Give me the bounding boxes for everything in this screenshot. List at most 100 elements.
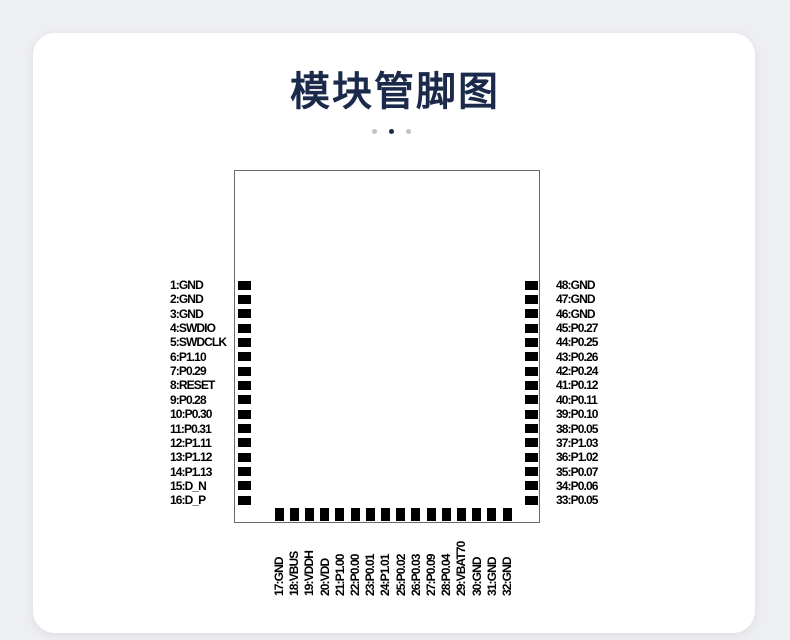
pin-pad-right — [525, 337, 538, 347]
pin-label-right: 38:P0.05 — [556, 421, 598, 436]
pin-label-bottom: 17:GND — [272, 557, 286, 596]
pin-label-right: 33:P0.05 — [556, 493, 598, 508]
pin-pad-left — [238, 280, 251, 290]
pin-pad-bottom — [396, 508, 406, 521]
pin-label-right: 48:GND — [556, 278, 596, 292]
pin-pad-left — [238, 380, 251, 390]
pin-label-right: 47:GND — [556, 292, 596, 307]
pin-pad-right — [525, 424, 538, 433]
page-title: 模块管脚图 — [290, 69, 500, 115]
pin-pad-bottom — [365, 508, 375, 521]
pin-pad-left — [238, 467, 251, 477]
pin-pad-right — [525, 366, 538, 376]
pin-label-bottom: 23:P0.01 — [363, 554, 378, 596]
pin-pad-bottom — [487, 508, 497, 521]
carousel-dot[interactable] — [372, 129, 377, 134]
pin-label-right: 44:P0.25 — [556, 335, 598, 350]
pin-pad-right — [525, 481, 538, 491]
carousel-dot-active[interactable] — [389, 129, 394, 134]
pin-pad-right — [525, 467, 538, 477]
pin-label-bottom: 20:VDD — [317, 558, 332, 596]
pin-label-right: 45:P0.27 — [556, 321, 598, 336]
carousel-dot[interactable] — [406, 129, 411, 134]
pin-label-right: 34:P0.06 — [556, 478, 598, 493]
pin-pad-left — [238, 323, 251, 333]
pin-pad-bottom — [304, 508, 314, 521]
carousel-dots — [370, 128, 418, 136]
pin-label-left: 9:P0.28 — [170, 392, 207, 407]
pin-label-left: 15:D_N — [170, 478, 207, 493]
pin-label-left: 16:D_P — [170, 493, 206, 508]
pin-label-bottom: 28:P0.04 — [439, 554, 454, 596]
pin-pad-bottom — [380, 508, 390, 521]
pin-pad-left — [238, 495, 251, 505]
pin-pad-bottom — [411, 508, 421, 521]
pin-label-right: 41:P0.12 — [556, 378, 598, 393]
pin-label-bottom: 24:P1.01 — [378, 554, 393, 596]
pin-pad-right — [525, 309, 538, 319]
pin-label-left: 14:P1.13 — [170, 464, 212, 479]
pin-label-right: 37:P1.03 — [556, 435, 598, 450]
pin-pad-left — [238, 438, 251, 448]
pin-label-bottom: 27:P0.09 — [424, 554, 438, 596]
pin-label-bottom: 25:P0.02 — [393, 554, 408, 596]
pin-label-left: 10:P0.30 — [170, 407, 212, 422]
pin-pad-bottom — [426, 508, 436, 521]
pin-label-left: 4:SWDIO — [170, 321, 216, 336]
pin-label-right: 46:GND — [556, 306, 596, 321]
pin-label-left: 1:GND — [170, 278, 204, 292]
pin-pad-bottom — [320, 508, 330, 521]
pin-label-left: 11:P0.31 — [170, 421, 212, 436]
pin-pad-bottom — [441, 508, 451, 521]
pin-pad-right — [525, 452, 538, 462]
pin-pad-bottom — [456, 508, 466, 521]
pin-label-left: 12:P1.11 — [170, 435, 212, 450]
pin-label-left: 2:GND — [170, 292, 204, 307]
pin-pad-left — [238, 337, 251, 347]
pin-pad-left — [238, 395, 251, 405]
pin-pad-right — [525, 395, 538, 405]
pin-label-bottom: 30:GND — [469, 557, 484, 596]
pin-label-bottom: 18:VBUS — [287, 551, 302, 596]
pin-label-bottom: 22:P0.00 — [348, 554, 362, 596]
pin-pad-right — [525, 380, 538, 390]
pin-pad-bottom — [274, 508, 284, 521]
pin-label-right: 40:P0.11 — [556, 392, 598, 407]
pin-pad-right — [525, 352, 538, 362]
pin-pad-right — [525, 323, 538, 333]
pin-pad-bottom — [502, 508, 512, 521]
pin-label-bottom: 31:GND — [484, 557, 499, 596]
pin-label-bottom: 29:VBAT70 — [454, 541, 469, 596]
module-outline — [234, 170, 540, 523]
pin-pad-left — [238, 294, 251, 304]
pin-pad-left — [238, 424, 251, 433]
pin-pad-right — [525, 280, 538, 290]
pin-pad-bottom — [335, 508, 345, 521]
pin-pad-bottom — [472, 508, 482, 521]
pin-pad-left — [238, 309, 251, 319]
pin-label-bottom: 26:P0.03 — [408, 554, 423, 596]
pin-pad-bottom — [350, 508, 360, 521]
pin-label-right: 35:P0.07 — [556, 464, 598, 479]
pin-pad-right — [525, 438, 538, 448]
pin-label-left: 3:GND — [170, 306, 204, 321]
pin-label-right: 39:P0.10 — [556, 407, 598, 422]
pin-label-left: 13:P1.12 — [170, 450, 212, 465]
pin-pad-right — [525, 495, 538, 505]
pin-label-left: 7:P0.29 — [170, 364, 207, 379]
pin-label-right: 36:P1.02 — [556, 450, 598, 465]
pin-pad-left — [238, 452, 251, 462]
pin-pad-right — [525, 294, 538, 304]
pin-label-right: 42:P0.24 — [556, 364, 598, 379]
pin-pad-left — [238, 481, 251, 491]
pin-label-bottom: 19:VDDH — [302, 550, 317, 596]
pin-pad-left — [238, 366, 251, 376]
pin-label-right: 43:P0.26 — [556, 349, 598, 364]
pin-label-left: 6:P1.10 — [170, 349, 207, 364]
pin-label-left: 5:SWDCLK — [170, 335, 227, 350]
pin-pad-right — [525, 409, 538, 419]
pin-label-left: 8:RESET — [170, 378, 215, 393]
pin-pad-left — [238, 409, 251, 419]
pin-label-bottom: 32:GND — [500, 557, 514, 596]
pin-pad-bottom — [289, 508, 299, 521]
